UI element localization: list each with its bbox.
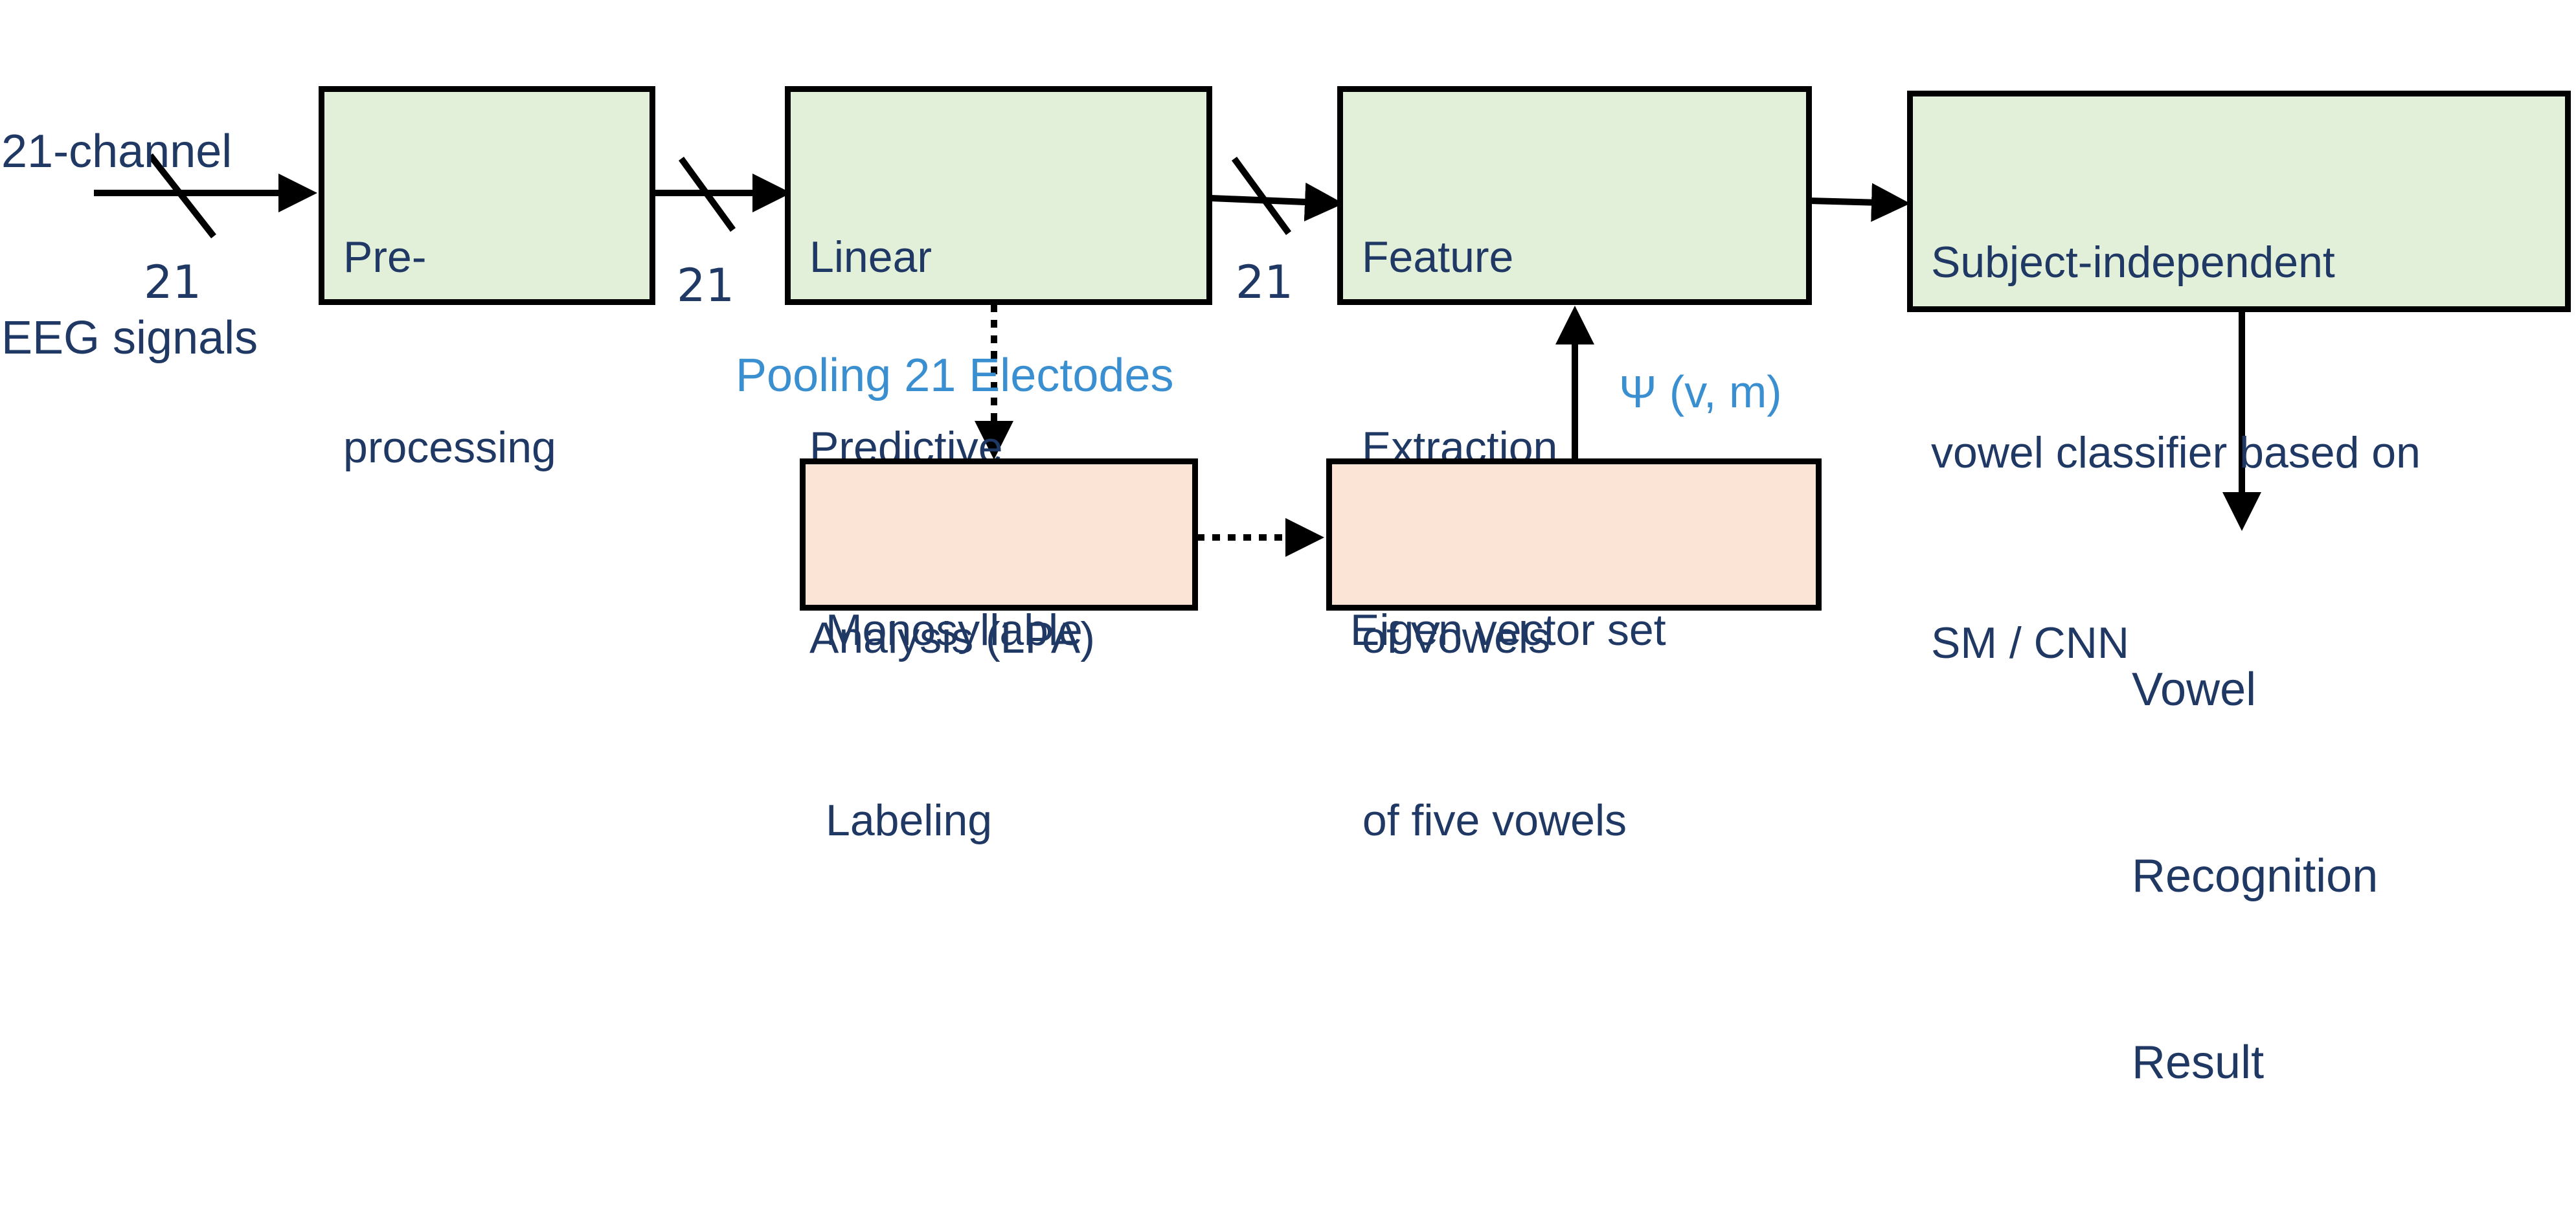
- classifier-line1: Subject-independent: [1931, 238, 2335, 287]
- lpa-box: [785, 86, 1212, 305]
- monosyllable-labeling-box: [800, 458, 1198, 611]
- bus-slash-1: [148, 153, 216, 239]
- classifier-line2: vowel classifier based on: [1931, 428, 2421, 477]
- feature-to-classifier-arrow: [1809, 183, 1910, 222]
- eigen-vector-box: [1326, 458, 1822, 611]
- bus-width-3: 21: [1236, 256, 1294, 309]
- bus-width-1: 21: [144, 256, 202, 309]
- eigen-line1: Eigen vector set: [1350, 605, 1666, 655]
- labeling-line1: Monosyllable: [826, 605, 1083, 655]
- preprocessing-line2: processing: [343, 423, 556, 472]
- classifier-line3: SM / CNN: [1931, 618, 2129, 668]
- input-label: 21-channel EEG signals: [1, 0, 258, 493]
- preprocessing-line1: Pre-: [343, 232, 427, 282]
- lpa-line1: Linear: [809, 232, 932, 282]
- classifier-box-text: Subject-independent vowel classifier bas…: [1931, 104, 2421, 802]
- output-label: Vowel Recognition Result: [2132, 534, 2378, 1218]
- psi-label: Ψ (v, m): [1619, 367, 1782, 417]
- input-label-line2: EEG signals: [1, 312, 258, 364]
- labeling-line2: Labeling: [826, 796, 993, 845]
- preprocessing-box-text: Pre- processing: [343, 98, 556, 606]
- feature-line3: of Vowels: [1362, 613, 1551, 662]
- connector-layer: [94, 153, 2261, 557]
- classifier-box: [1907, 91, 2571, 312]
- output-label-line2: Recognition: [2132, 850, 2378, 902]
- preprocessing-box: [319, 86, 655, 305]
- output-label-line1: Vowel: [2132, 664, 2257, 716]
- lpa-line3: Analysis (LPA): [809, 613, 1095, 662]
- block-diagram: 21-channel EEG signals 21 21 21 Pre- pro…: [1, 0, 2571, 1088]
- bus-width-2: 21: [677, 259, 735, 312]
- input-label-line1: 21-channel: [1, 126, 232, 177]
- bus-slash-3: [1231, 157, 1292, 235]
- feature-line1: Feature: [1362, 232, 1514, 282]
- lpa-to-feature-arrow: [1210, 182, 1344, 221]
- pooling-label: Pooling 21 Electodes: [736, 350, 1174, 401]
- eigen-line2: of five vowels: [1350, 796, 1627, 845]
- output-label-line3: Result: [2132, 1037, 2265, 1088]
- eigen-vector-box-text: Eigen vector set of five vowels: [1350, 471, 1666, 979]
- feature-extraction-box: [1337, 86, 1812, 305]
- monosyllable-labeling-box-text: Monosyllable Labeling: [826, 471, 1083, 979]
- bus-slash-2: [678, 157, 736, 232]
